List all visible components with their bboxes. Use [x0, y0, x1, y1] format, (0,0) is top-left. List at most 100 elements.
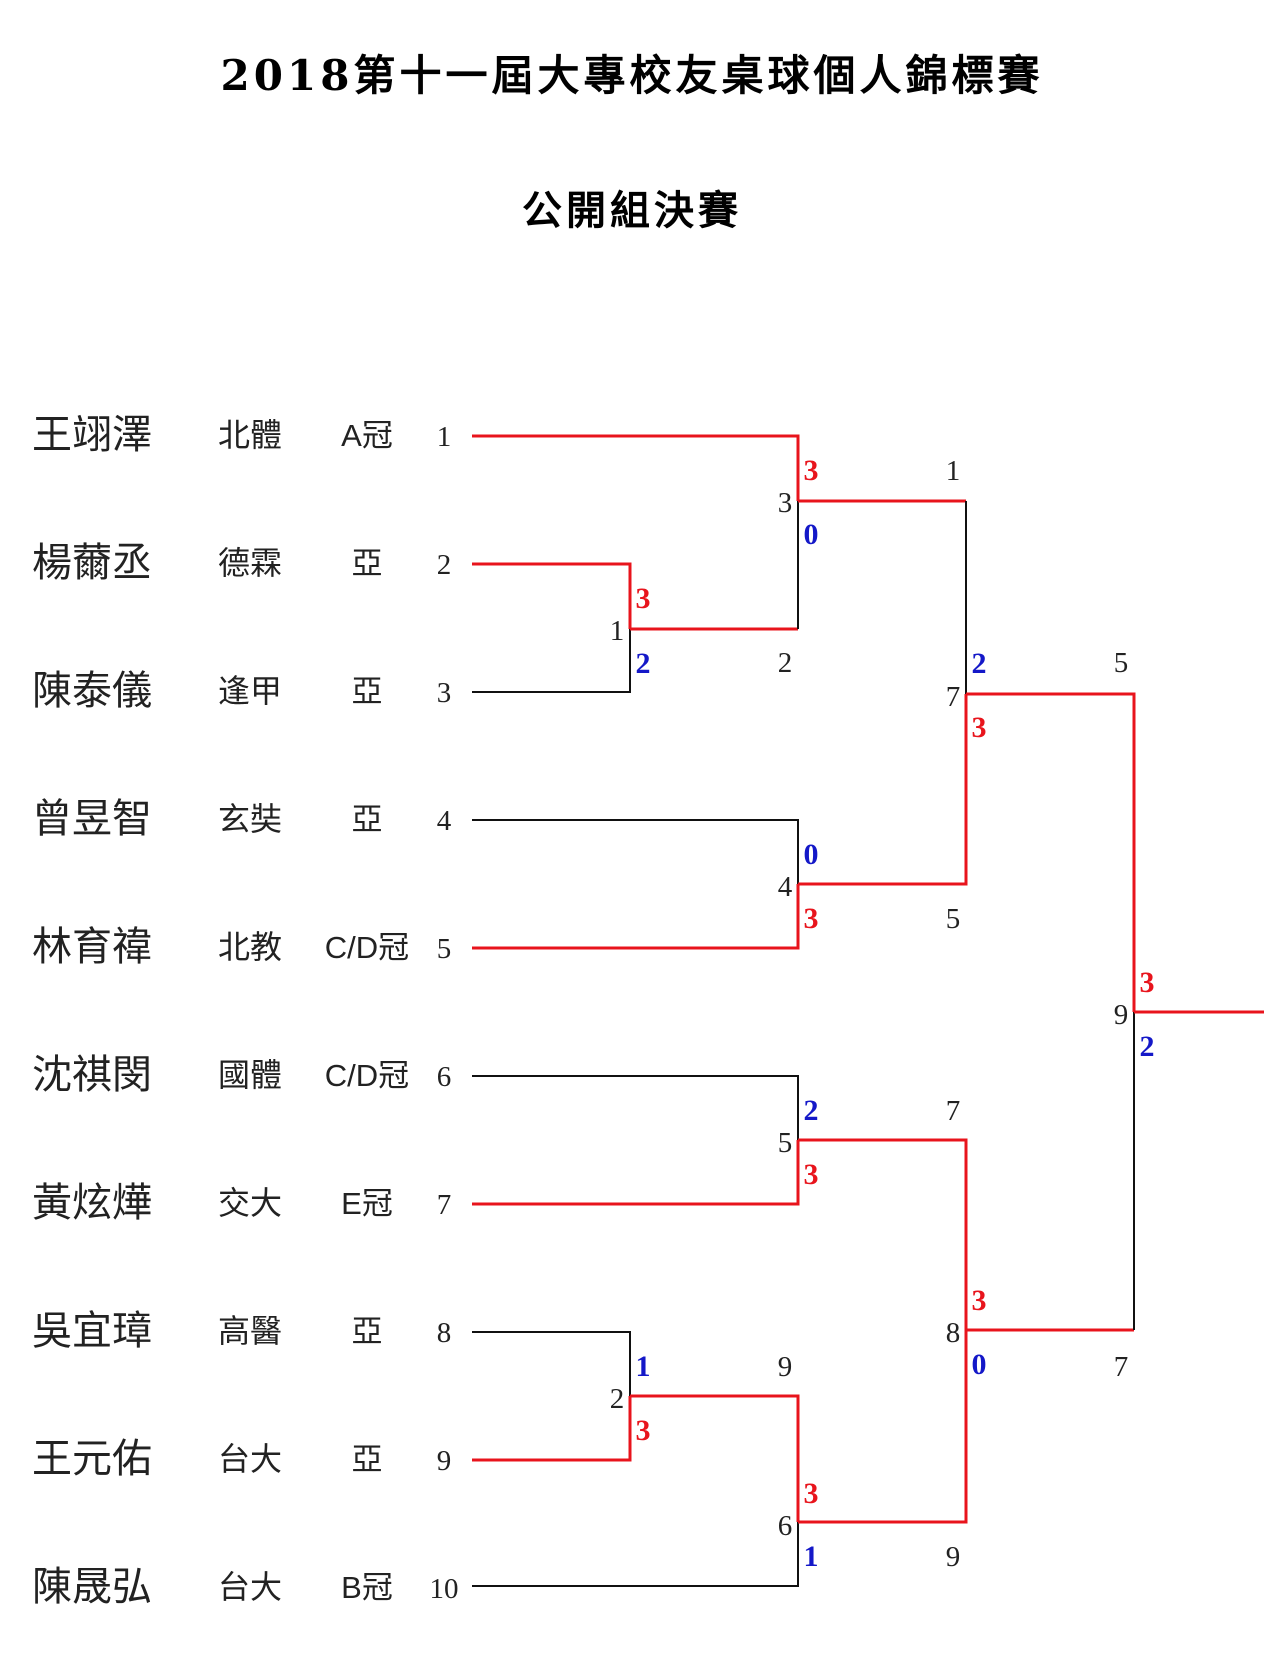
player-rank: 亞 — [352, 802, 383, 837]
bracket-line — [472, 1140, 800, 1206]
player-seed: 3 — [437, 677, 452, 709]
score: 3 — [804, 1158, 819, 1191]
score: 3 — [972, 711, 987, 744]
player-row: 楊薾丞 德霖 亞 2 — [32, 540, 451, 586]
score: 3 — [804, 902, 819, 935]
score: 3 — [972, 1284, 987, 1317]
player-seed: 2 — [437, 549, 452, 581]
player-seed: 8 — [437, 1317, 452, 1349]
player-row: 林育禕 北教 C/D冠 5 — [32, 924, 451, 970]
player-row: 王翊澤 北體 A冠 1 — [32, 412, 451, 458]
player-rank: B冠 — [341, 1570, 393, 1605]
bracket-line — [472, 434, 800, 501]
player-row: 陳泰儀 逢甲 亞 3 — [32, 668, 451, 714]
player-row: 曾昱智 玄奘 亞 4 — [32, 796, 452, 842]
player-seed: 5 — [437, 933, 452, 965]
advance-label: 2 — [778, 647, 793, 679]
bracket-line — [472, 819, 799, 884]
player-seed: 10 — [430, 1573, 459, 1605]
bracket-line — [798, 1330, 968, 1524]
player-name: 陳泰儀 — [32, 668, 152, 714]
advance-label: 7 — [946, 1095, 961, 1127]
match-labels: 1 2 3 4 5 6 7 8 9 — [610, 487, 1129, 1542]
player-seed: 7 — [437, 1189, 452, 1221]
player-list: 王翊澤 北體 A冠 1 楊薾丞 德霖 亞 2 陳泰儀 逢甲 亞 3 曾昱智 玄奘… — [32, 412, 459, 1610]
player-rank: C/D冠 — [325, 1058, 409, 1093]
player-rank: 亞 — [352, 546, 383, 581]
score: 2 — [972, 647, 987, 680]
player-seed: 1 — [437, 421, 452, 453]
bracket-line — [472, 1396, 632, 1462]
player-name: 黃炫燁 — [32, 1180, 152, 1226]
player-school: 逢甲 — [218, 672, 282, 710]
player-rank: C/D冠 — [325, 930, 409, 965]
player-school: 台大 — [218, 1440, 282, 1478]
match-number: 8 — [946, 1317, 961, 1349]
player-name: 吳宜璋 — [32, 1308, 152, 1354]
score: 1 — [804, 1540, 819, 1573]
player-name: 沈祺閔 — [32, 1052, 152, 1098]
player-school: 北體 — [218, 416, 282, 454]
player-school: 台大 — [218, 1568, 282, 1606]
match-number: 1 — [610, 615, 625, 647]
player-rank: E冠 — [341, 1186, 393, 1221]
bracket-line — [798, 1138, 968, 1330]
player-seed: 4 — [437, 805, 452, 837]
match-number: 9 — [1114, 999, 1129, 1031]
player-row: 吳宜璋 高醫 亞 8 — [32, 1308, 451, 1354]
match-scores: 3 2 1 3 3 0 0 3 2 3 3 1 2 3 3 0 3 2 — [636, 454, 1155, 1573]
bracket-subtitle: 公開組決賽 — [522, 187, 742, 234]
bracket-line — [472, 1522, 799, 1587]
player-name: 王翊澤 — [32, 412, 152, 458]
player-rank: 亞 — [352, 1442, 383, 1477]
bracket-line — [798, 694, 968, 886]
bracket-line — [472, 1331, 631, 1396]
player-school: 玄奘 — [218, 800, 282, 838]
match-number: 2 — [610, 1383, 625, 1415]
player-name: 陳晟弘 — [32, 1564, 152, 1610]
score: 2 — [636, 647, 651, 680]
player-school: 高醫 — [218, 1312, 282, 1350]
player-school: 德霖 — [218, 544, 282, 582]
player-name: 曾昱智 — [32, 796, 152, 842]
player-name: 楊薾丞 — [32, 540, 152, 586]
advance-label: 1 — [946, 455, 961, 487]
match-number: 7 — [946, 681, 961, 713]
player-rank: A冠 — [341, 418, 393, 453]
score: 2 — [1140, 1030, 1155, 1063]
advance-label: 5 — [946, 903, 961, 935]
score: 0 — [972, 1348, 987, 1381]
player-school: 國體 — [218, 1056, 282, 1094]
player-row: 沈祺閔 國體 C/D冠 6 — [32, 1052, 451, 1098]
bracket-lines — [472, 434, 1264, 1587]
advance-labels: 2 9 1 5 7 9 5 7 — [778, 455, 1129, 1573]
player-seed: 9 — [437, 1445, 452, 1477]
player-seed: 6 — [437, 1061, 452, 1093]
player-school: 北教 — [218, 928, 282, 966]
advance-label: 9 — [778, 1351, 793, 1383]
score: 0 — [804, 838, 819, 871]
player-rank: 亞 — [352, 1314, 383, 1349]
match-number: 6 — [778, 1510, 793, 1542]
player-rank: 亞 — [352, 674, 383, 709]
score: 2 — [804, 1094, 819, 1127]
bracket-line — [472, 629, 631, 693]
score: 0 — [804, 518, 819, 551]
bracket-line — [630, 1394, 800, 1522]
match-number: 5 — [778, 1127, 793, 1159]
player-name: 林育禕 — [32, 924, 152, 970]
bracket-line — [472, 1075, 799, 1140]
match-number: 3 — [778, 487, 793, 519]
score: 1 — [636, 1350, 651, 1383]
match-number: 4 — [778, 871, 793, 903]
bracket-line — [472, 884, 800, 950]
player-row: 黃炫燁 交大 E冠 7 — [32, 1180, 451, 1226]
bracket-line — [472, 562, 632, 629]
player-row: 陳晟弘 台大 B冠 10 — [32, 1564, 459, 1610]
score: 3 — [804, 454, 819, 487]
score: 3 — [636, 582, 651, 615]
player-school: 交大 — [218, 1184, 282, 1222]
score: 3 — [804, 1477, 819, 1510]
tournament-title: 2018第十一屆大專校友桌球個人錦標賽 — [220, 51, 1044, 100]
